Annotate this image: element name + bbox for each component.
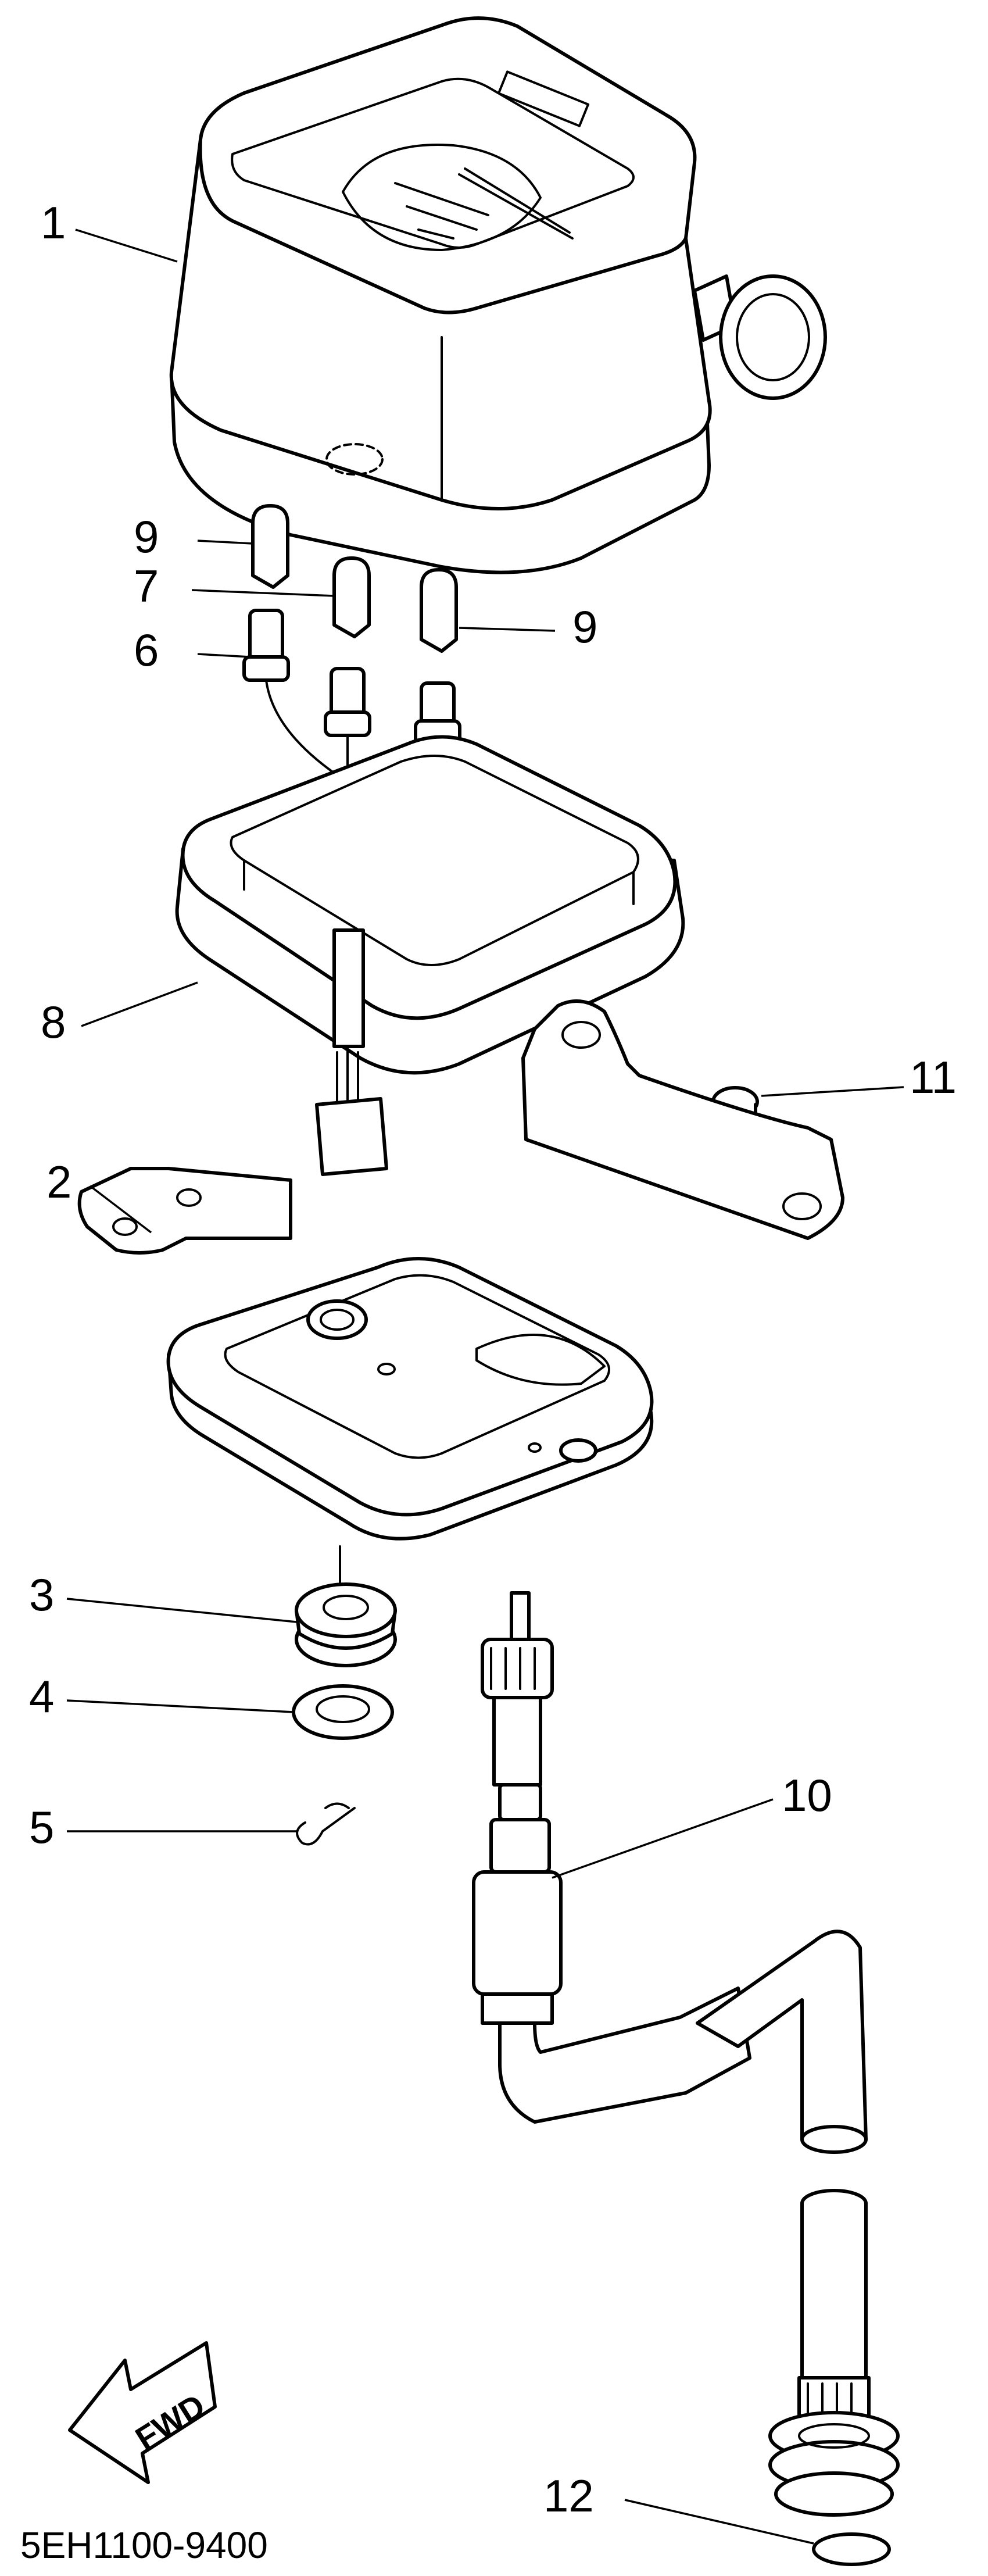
callout-2: 2 bbox=[46, 1156, 71, 1207]
connector-block bbox=[315, 1045, 388, 1176]
callout-9-right: 9 bbox=[572, 601, 597, 652]
grommet bbox=[295, 1545, 397, 1667]
diagram-code: 5EH1100-9400 bbox=[20, 2524, 268, 2566]
callout-7: 7 bbox=[134, 560, 159, 612]
callout-8: 8 bbox=[41, 996, 66, 1048]
bulb-left bbox=[251, 504, 289, 589]
callout-3: 3 bbox=[29, 1569, 54, 1620]
callout-6: 6 bbox=[134, 624, 159, 676]
callout-5: 5 bbox=[29, 1802, 54, 1853]
leader-lines bbox=[66, 228, 904, 2545]
o-ring bbox=[812, 2532, 891, 2566]
meter-cable bbox=[472, 1591, 900, 2517]
cotter-pin bbox=[296, 1802, 356, 1846]
callout-1: 1 bbox=[41, 197, 66, 248]
bulb-right bbox=[420, 568, 458, 653]
callout-12: 12 bbox=[543, 2470, 594, 2521]
callout-11: 11 bbox=[910, 1052, 957, 1103]
callout-labels: 1 9 7 9 6 8 11 2 3 4 5 10 12 bbox=[29, 197, 957, 2521]
bulb-center bbox=[332, 556, 371, 638]
callout-9-upper: 9 bbox=[134, 511, 159, 562]
callout-4: 4 bbox=[29, 1671, 54, 1722]
bracket-base bbox=[77, 999, 844, 1541]
meter-assembly bbox=[169, 16, 827, 574]
washer bbox=[292, 1684, 394, 1740]
fwd-arrow: FWD bbox=[68, 2341, 217, 2484]
callout-10: 10 bbox=[782, 1770, 832, 1821]
